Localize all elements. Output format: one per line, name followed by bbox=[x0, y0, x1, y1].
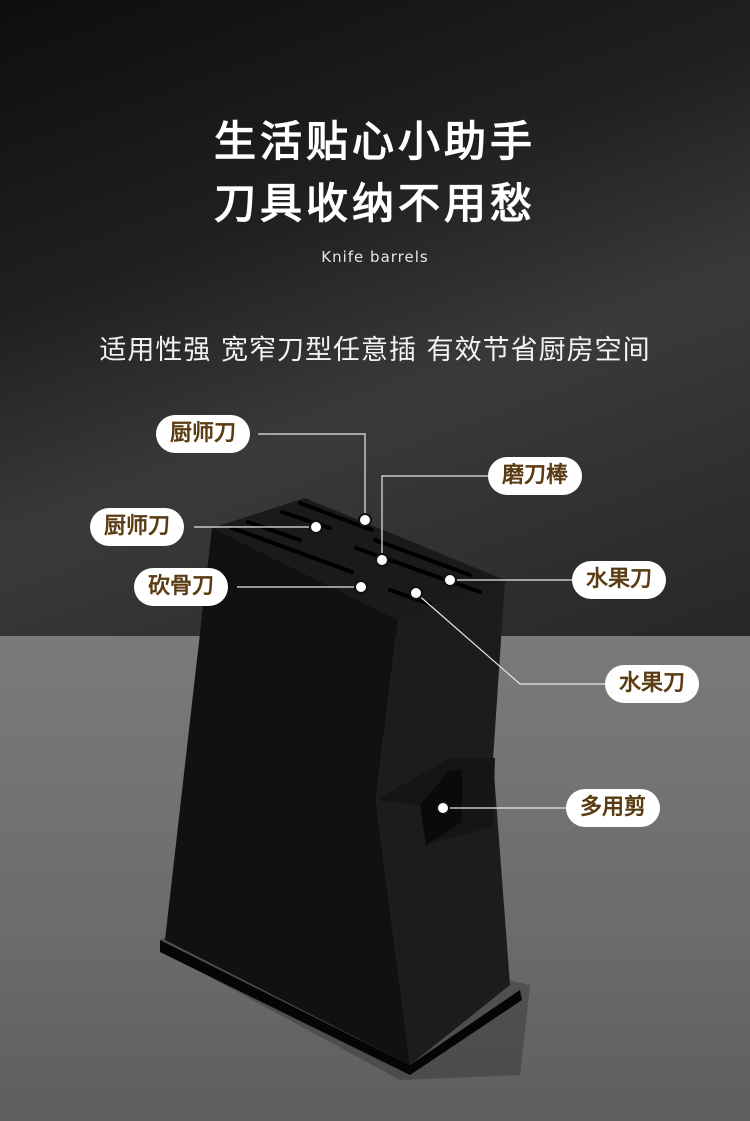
headline-line-1: 生活贴心小助手 bbox=[213, 117, 536, 166]
callout-fruit-knife-lower: 水果刀 bbox=[605, 665, 700, 703]
marker-dots bbox=[309, 513, 457, 815]
callout-fruit-knife-right: 水果刀 bbox=[572, 561, 667, 599]
marker-dot bbox=[436, 801, 450, 815]
callout-sharpening-rod: 磨刀棒 bbox=[488, 457, 583, 495]
tagline: 适用性强 宽窄刀型任意插 有效节省厨房空间 bbox=[99, 335, 651, 366]
marker-dot bbox=[443, 573, 457, 587]
marker-dot bbox=[354, 580, 368, 594]
marker-dot bbox=[309, 520, 323, 534]
marker-dot bbox=[358, 513, 372, 527]
headline-line-2: 刀具收纳不用愁 bbox=[213, 179, 536, 228]
callout-scissors: 多用剪 bbox=[566, 789, 661, 827]
callout-cleaver: 砍骨刀 bbox=[134, 568, 229, 606]
block-left-face bbox=[165, 528, 410, 1065]
callout-chef-knife-left: 厨师刀 bbox=[90, 508, 185, 546]
callout-chef-knife-top: 厨师刀 bbox=[156, 415, 251, 453]
subtitle: Knife barrels bbox=[321, 248, 429, 266]
marker-dot bbox=[409, 586, 423, 600]
block-top-face bbox=[212, 498, 505, 620]
marker-dot bbox=[375, 553, 389, 567]
leader-lines bbox=[194, 433, 606, 809]
